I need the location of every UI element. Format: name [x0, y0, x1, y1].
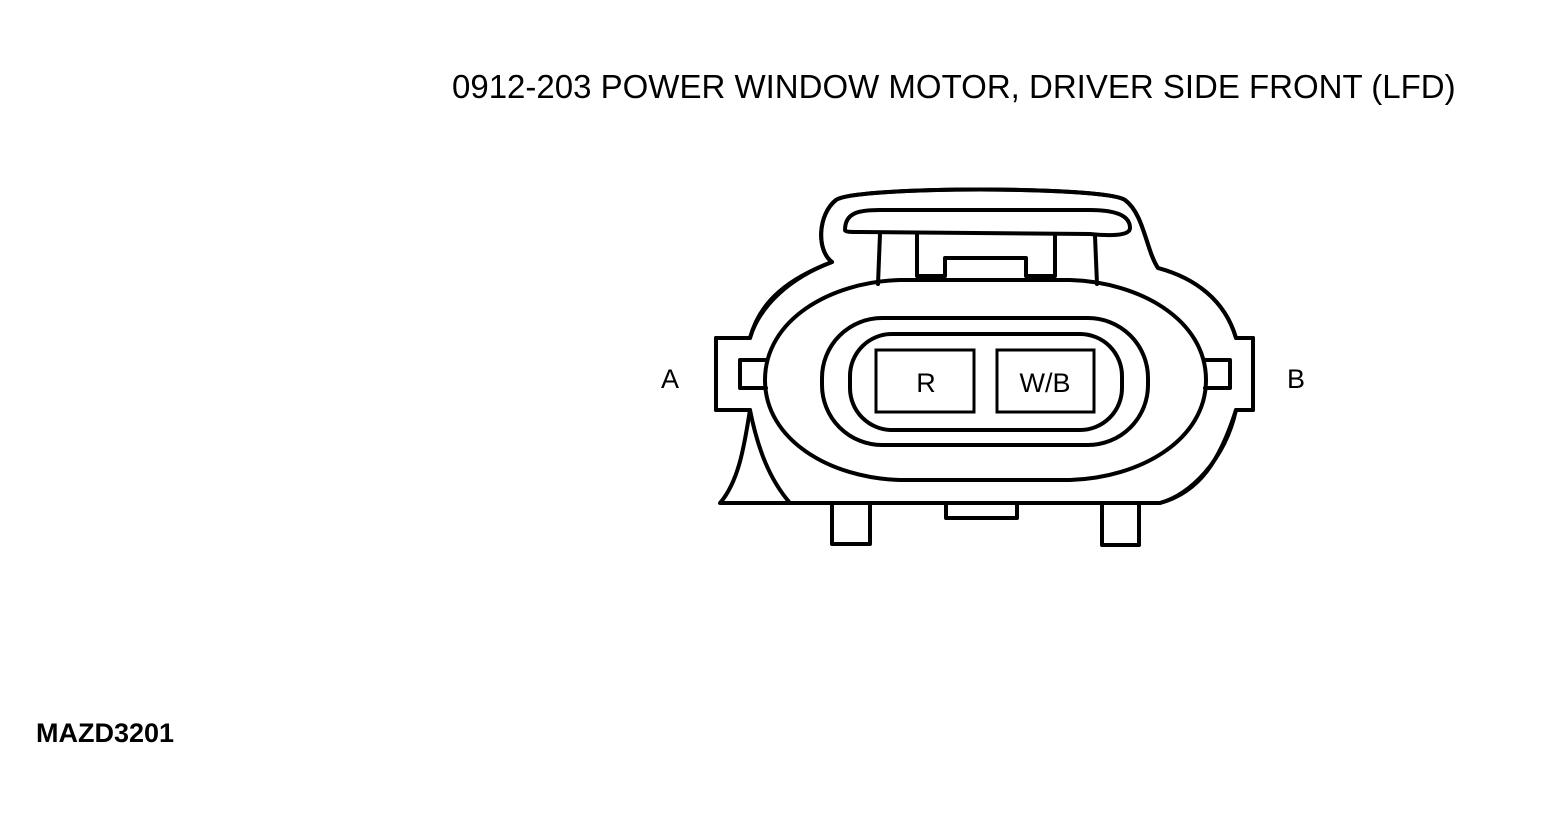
diagram-code: MAZD3201	[36, 718, 175, 748]
pin-label-b: W/B	[1020, 368, 1071, 398]
terminal-cavity-outer	[820, 316, 1150, 447]
right-ear-slot	[1203, 358, 1232, 390]
side-label-b: B	[1287, 364, 1305, 394]
connector-body-outline	[714, 187, 1255, 505]
right-foot	[1100, 501, 1141, 547]
side-label-a: A	[661, 364, 679, 394]
latch-left-post	[876, 232, 882, 286]
center-foot	[944, 501, 1019, 520]
latch-right-post	[1093, 234, 1099, 286]
pin-box-b	[995, 348, 1096, 414]
left-foot	[830, 501, 872, 546]
pin-box-a	[874, 348, 976, 414]
left-ear-slot	[738, 358, 768, 390]
inner-contour	[763, 278, 1208, 482]
pin-label-a: R	[916, 368, 936, 398]
connector-housing-outline	[714, 187, 1255, 505]
terminal-cavity-inner	[848, 332, 1124, 432]
diagram-title: 0912-203 POWER WINDOW MOTOR, DRIVER SIDE…	[452, 68, 1456, 105]
latch-arm	[843, 208, 1132, 238]
latch-lock-tab	[915, 232, 1057, 278]
